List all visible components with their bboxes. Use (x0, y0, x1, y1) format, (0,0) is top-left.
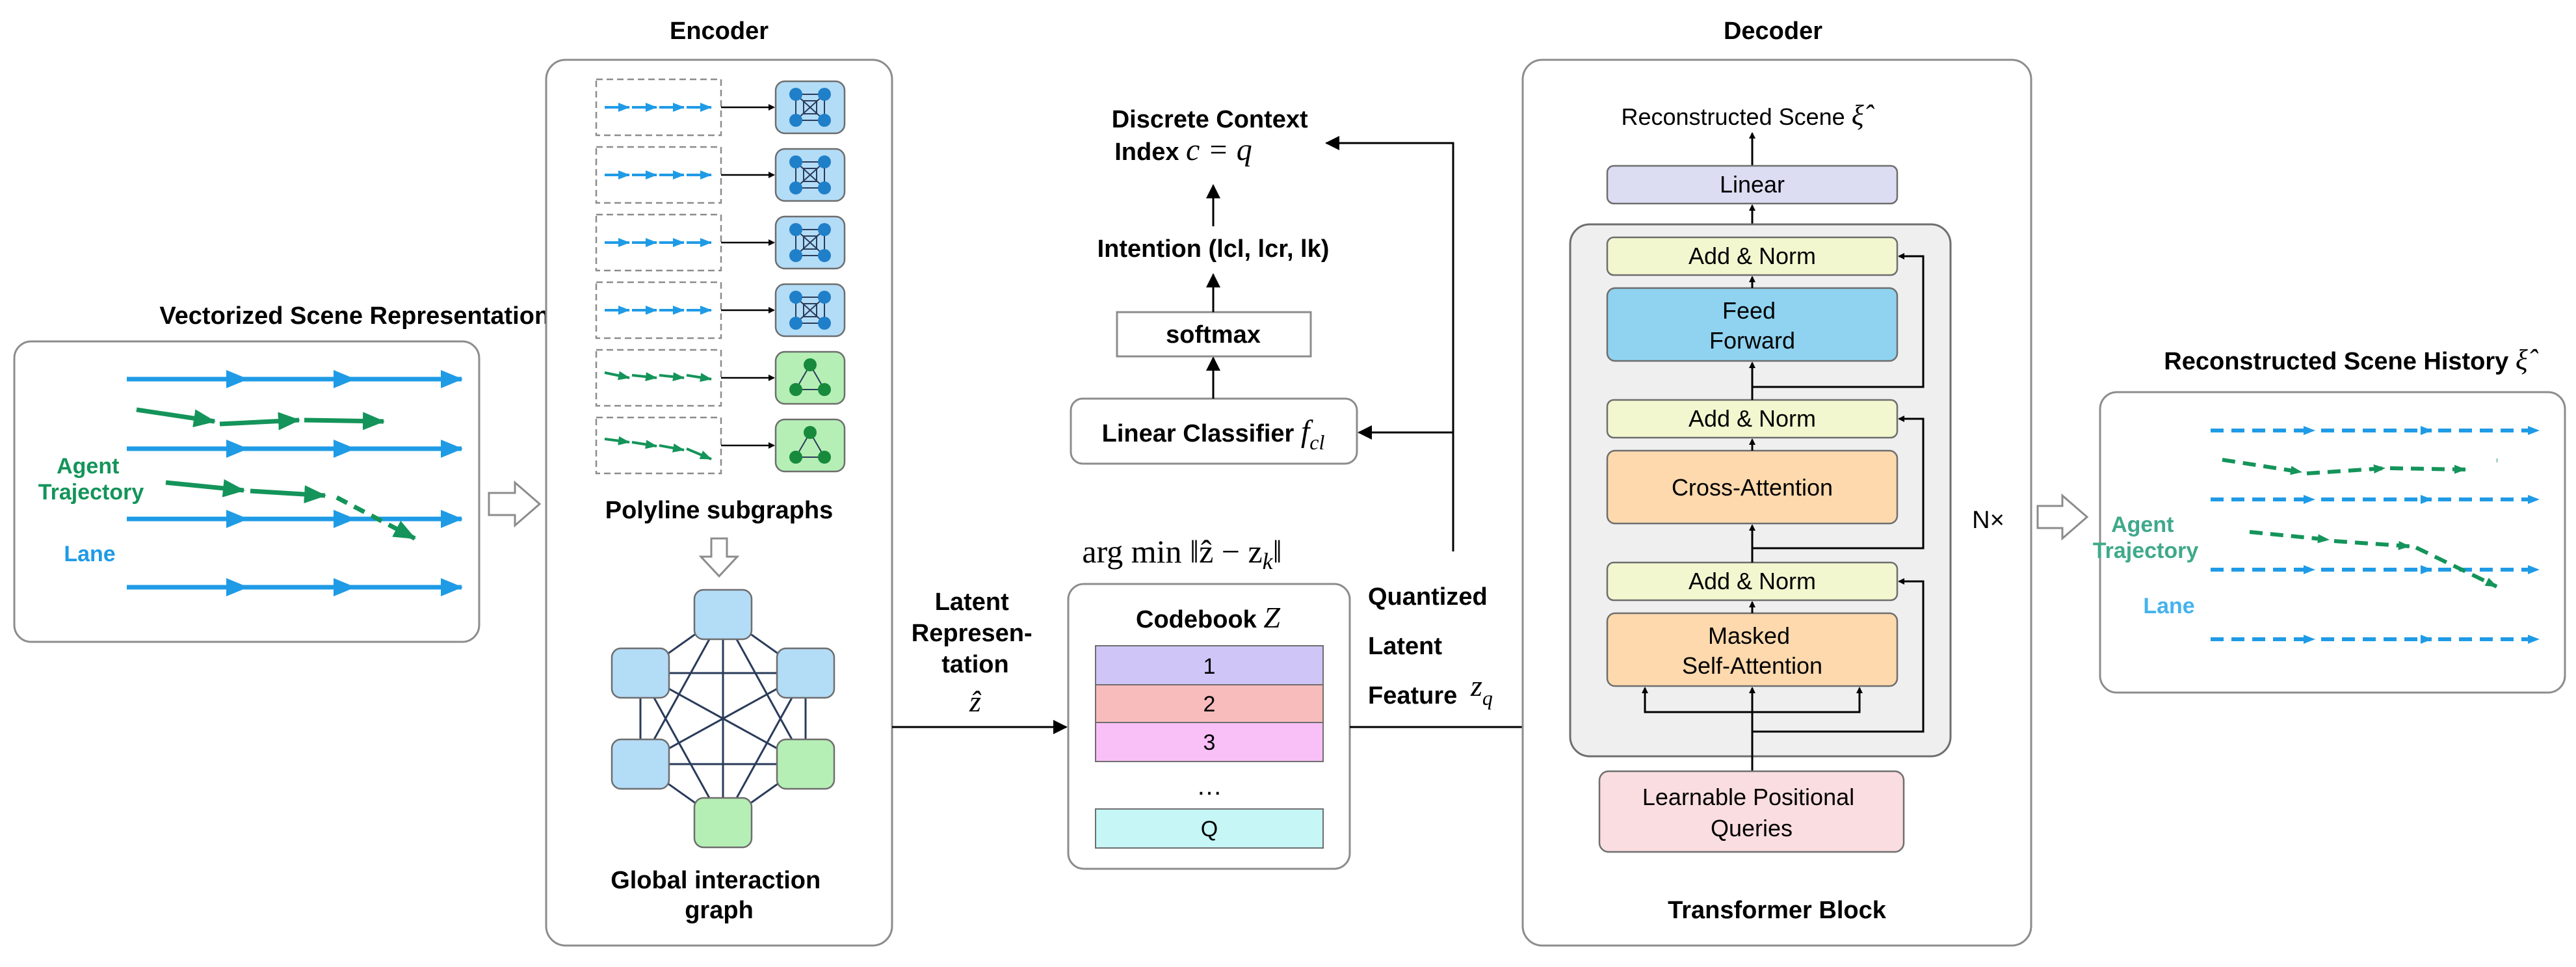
latent-symbol: ẑ (969, 685, 982, 718)
latent-label: Latent Represen- tation (912, 589, 1039, 678)
add-norm-label-bottom: Add & Norm (1689, 568, 1816, 594)
add-norm-label-middle: Add & Norm (1689, 405, 1816, 432)
masked-self-attention-label: Masked Self-Attention (1682, 622, 1822, 679)
latent-representation: Latent Represen- tation ẑ (892, 589, 1068, 734)
transformer-block-label: Transformer Block (1668, 897, 1887, 924)
input-to-encoder-arrow (488, 480, 542, 528)
codebook: arg min ‖ẑ − zk‖ Codebook Z 1 2 3 … Q (1067, 533, 1351, 870)
quantized-to-context-arrow (1325, 136, 1454, 432)
codebook-row-q-label: Q (1201, 817, 1218, 841)
subgraphs-to-global-arrow (698, 537, 740, 578)
codebook-row-1 (1095, 645, 1324, 685)
polyline-subgraphs-label: Polyline subgraphs (605, 497, 834, 524)
reconstructed-scene-label: Reconstructed Scene ξ̂ (1621, 99, 1874, 131)
subgraph-row-2 (595, 146, 846, 204)
lane-subgraph-icon (774, 148, 846, 202)
queries-box (1598, 770, 1905, 853)
global-interaction-label: Global interaction graph (611, 867, 828, 924)
input-lane-arrows (127, 370, 463, 596)
agent-vector (686, 447, 712, 460)
input-agent-label: Agent Trajectory (38, 454, 144, 505)
decoder-internal-arrows (1642, 253, 1925, 771)
global-interaction-graph (611, 589, 835, 849)
agent-vector (604, 436, 630, 445)
lane-subgraph-icon (774, 215, 846, 270)
cross-attention-label: Cross-Attention (1672, 474, 1833, 501)
codebook-row-2-label: 2 (1203, 692, 1216, 717)
decoder: Decoder Reconstructed Scene ξ̂ Linear Ad… (1521, 18, 2032, 947)
quantized-symbol: zq (1470, 669, 1493, 709)
input-scene-title: Vectorized Scene Representation ξ (159, 298, 568, 330)
subgraph-row-3 (595, 213, 846, 272)
input-scene: Vectorized Scene Representation ξ Agen (13, 298, 569, 643)
subgraph-row-4 (595, 281, 846, 339)
agent-vector (631, 372, 657, 382)
agent-vector (686, 373, 712, 382)
agent-vector (659, 444, 685, 453)
codebook-row-3 (1095, 722, 1324, 762)
graph-node-5 (611, 738, 670, 790)
graph-node-1 (693, 589, 753, 641)
output-agent-label: Agent Trajectory (2093, 512, 2199, 563)
agent-vector (659, 372, 685, 382)
queries-label: Learnable Positional Queries (1642, 784, 1861, 841)
output-scene: Reconstructed Scene History ξ̂ (2093, 344, 2566, 694)
agent-subgraph-icon (774, 351, 846, 405)
codebook-row-2 (1095, 684, 1324, 723)
context-index-label: Discrete Context Index c = q (1112, 106, 1315, 167)
decoder-to-output-arrow (2036, 493, 2089, 541)
agent-subgraph-icon (774, 418, 846, 473)
output-agent-arrows (2222, 458, 2498, 589)
argmin-formula: arg min ‖ẑ − zk‖ (1082, 533, 1281, 574)
add-norm-label-top: Add & Norm (1689, 243, 1816, 269)
codebook-ellipsis: … (1196, 772, 1222, 801)
graph-node-3 (776, 738, 835, 790)
graph-node-4 (693, 797, 753, 849)
output-lane-arrows (2211, 426, 2540, 644)
polyline-subgraphs (595, 78, 846, 475)
subgraph-row-5 (595, 349, 846, 407)
decoder-linear-label: Linear (1720, 171, 1785, 198)
nx-label: N× (1972, 507, 2004, 534)
linear-classifier-label: Linear Classifier fcl (1102, 414, 1325, 454)
add-norm-box-top (1606, 236, 1899, 276)
encoder-title: Encoder (670, 18, 769, 45)
lane-subgraph-icon (774, 80, 846, 135)
codebook-row-3-label: 3 (1203, 730, 1216, 755)
graph-node-2 (776, 647, 835, 699)
classifier: Linear Classifier fcl softmax Intention … (1070, 106, 1358, 465)
output-lane-label: Lane (2143, 594, 2194, 618)
lane-subgraph-icon (774, 283, 846, 338)
output-scene-title: Reconstructed Scene History ξ̂ (2164, 344, 2538, 376)
polyline-box (595, 416, 722, 475)
input-lane-label: Lane (64, 542, 115, 566)
input-agent-arrows (136, 407, 416, 541)
decoder-title: Decoder (1724, 18, 1822, 45)
subgraph-row-1 (595, 78, 846, 137)
subgraph-row-6 (595, 416, 846, 475)
encoder: Encoder Polyline subgraphs Global intera… (545, 18, 893, 947)
codebook-row-1-label: 1 (1203, 654, 1216, 679)
graph-node-6 (611, 647, 670, 699)
intention-label: Intention (lcl, lcr, lk) (1097, 235, 1330, 263)
agent-vector (604, 371, 630, 380)
output-scene-panel (2099, 391, 2566, 694)
codebook-title: Codebook Z (1136, 601, 1280, 634)
quantized-to-classifier-arrow (1358, 425, 1454, 551)
softmax-label: softmax (1166, 321, 1261, 349)
decoder-linear-box (1606, 165, 1899, 205)
quantized-label: Quantized Latent Feature (1368, 583, 1494, 709)
codebook-row-q (1095, 808, 1324, 849)
agent-vector (631, 440, 657, 449)
feed-forward-label: Feed Forward (1709, 297, 1795, 354)
